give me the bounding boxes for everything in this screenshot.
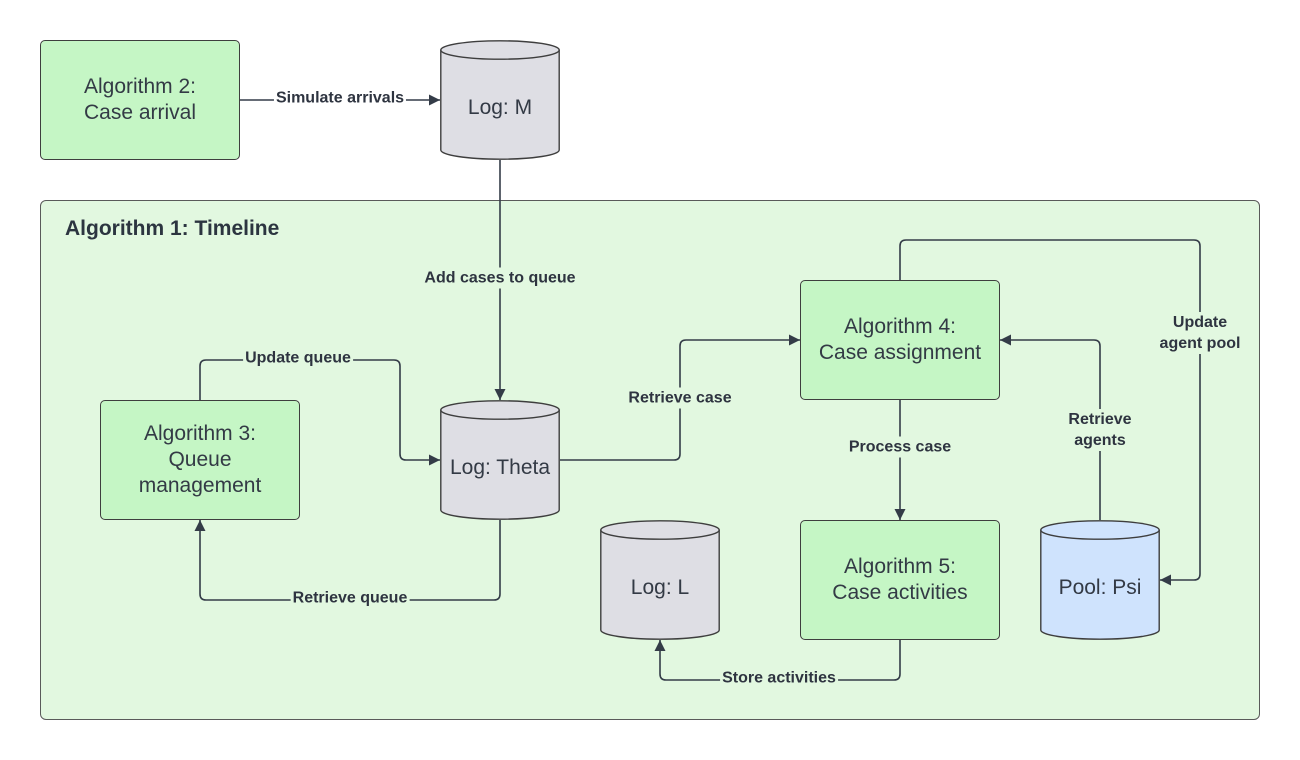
algorithm-3-box[interactable]: Algorithm 3: Queue management [100,400,300,520]
process-case-label: Process case [846,436,954,458]
retrieve-case-label: Retrieve case [626,387,734,409]
simulate-arrivals-label: Simulate arrivals [273,87,407,109]
edge-update-agent-pool [899,239,1201,586]
log-theta-label: Log: Theta [449,456,551,479]
log-l-label: Log: L [630,576,690,599]
algorithm-3-label: Algorithm 3: Queue management [138,422,262,497]
log-theta-cylinder[interactable]: Log: Theta [440,400,560,520]
log-l-cylinder[interactable]: Log: L [600,520,720,640]
log-m-label: Log: M [467,96,533,119]
cylinder-shape [600,520,720,640]
algorithm-4-box[interactable]: Algorithm 4: Case assignment [800,280,1000,400]
algorithm-2-label: Algorithm 2: Case arrival [83,75,197,124]
algorithm-5-box[interactable]: Algorithm 5: Case activities [800,520,1000,640]
cylinder-shape [440,40,560,160]
update-agent-pool-label: Update agent pool [1157,312,1243,354]
timeline-title: Algorithm 1: Timeline [65,217,280,240]
cylinder-shape [440,400,560,520]
algorithm-5-label: Algorithm 5: Case activities [832,555,968,604]
retrieve-queue-label: Retrieve queue [290,587,410,609]
algorithm-4-label: Algorithm 4: Case assignment [818,315,982,364]
add-cases-label: Add cases to queue [422,267,578,289]
retrieve-agents-label: Retrieve agents [1066,409,1134,451]
algorithm-2-box[interactable]: Algorithm 2: Case arrival [40,40,240,160]
edge-update-queue [199,359,440,466]
edge-retrieve-agents [1000,334,1101,520]
cylinder-shape [1040,520,1160,640]
pool-psi-cylinder[interactable]: Pool: Psi [1040,520,1160,640]
log-m-cylinder[interactable]: Log: M [440,40,560,160]
store-activities-label: Store activities [720,667,838,689]
update-queue-label: Update queue [243,347,353,369]
pool-psi-label: Pool: Psi [1058,576,1142,599]
